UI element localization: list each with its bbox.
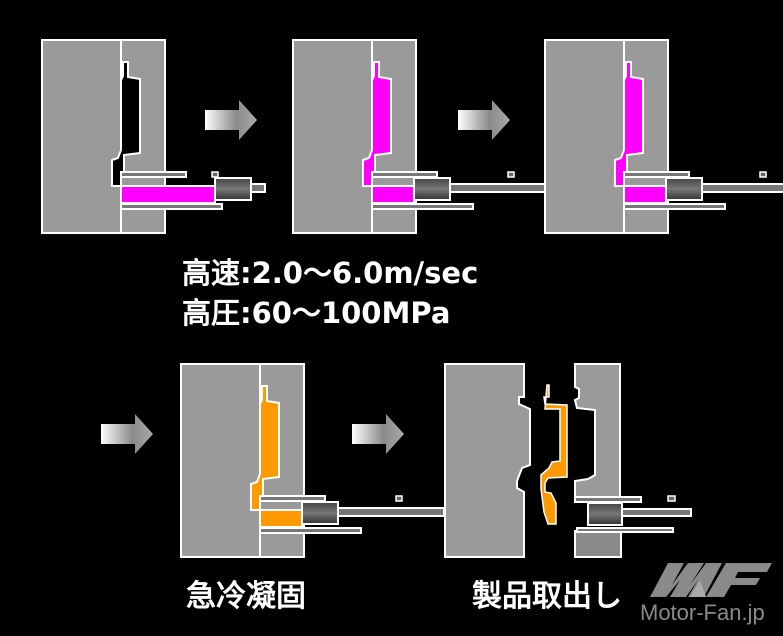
sleeve-upper-plate — [120, 171, 187, 178]
fixed-die — [292, 39, 373, 234]
sleeve-upper-plate — [574, 496, 642, 503]
fixed-die — [41, 39, 122, 234]
panel-filled — [544, 39, 783, 234]
sleeve-lower-plate — [120, 203, 223, 210]
moving-die-lower — [574, 530, 622, 558]
panel-solidification — [180, 363, 445, 558]
marker-square — [507, 171, 515, 178]
plunger — [587, 502, 623, 526]
moving-die — [573, 363, 621, 498]
sleeve-upper-plate — [259, 495, 326, 502]
panel-injection — [292, 39, 557, 234]
product-removal-label: 製品取出し — [472, 579, 622, 614]
plunger-rod — [250, 183, 266, 193]
fixed-die — [544, 39, 625, 234]
rapid-solidification-label: 急冷凝固 — [186, 579, 306, 614]
arrow-icon — [101, 414, 153, 454]
plunger-rod — [621, 508, 692, 517]
fixed-die — [444, 363, 531, 558]
sleeve-upper-plate — [623, 171, 690, 178]
plunger — [301, 501, 339, 525]
arrow-icon — [352, 414, 404, 454]
motor-fan-logo — [650, 563, 772, 597]
die-cavity — [111, 61, 141, 187]
sleeve-upper-plate — [371, 171, 438, 178]
sleeve-lower-plate — [576, 527, 674, 533]
plunger-rod — [449, 183, 557, 193]
sleeve-lower-plate — [259, 527, 362, 534]
die-cavity — [250, 385, 280, 511]
die-cavity — [614, 61, 644, 187]
plunger — [214, 177, 252, 201]
marker-square — [395, 495, 403, 502]
plunger-rod — [337, 507, 445, 517]
panel-mold-closed-injection-start — [41, 39, 266, 234]
sleeve-lower-plate — [623, 203, 726, 210]
plunger — [413, 177, 451, 201]
injection-speed-label: 高速:2.0〜6.0m/sec — [182, 256, 479, 290]
shot-sleeve-metal — [120, 185, 216, 204]
die-cavity — [362, 61, 392, 187]
shot-sleeve-metal — [259, 509, 303, 528]
marker-square — [667, 495, 676, 502]
sleeve-lower-plate — [371, 203, 474, 210]
plunger — [665, 177, 703, 201]
injection-pressure-label: 高圧:60〜100MPa — [182, 296, 451, 330]
plunger-rod — [701, 183, 783, 193]
marker-square — [759, 171, 767, 178]
marker-square — [211, 171, 219, 178]
shot-sleeve-metal — [623, 185, 667, 204]
cast-product — [540, 384, 568, 525]
logo-text: Motor-Fan.jp — [640, 600, 765, 625]
shot-sleeve-metal — [371, 185, 415, 204]
arrow-icon — [458, 100, 510, 140]
fixed-die — [180, 363, 261, 558]
panel-ejection — [444, 363, 692, 558]
arrow-icon — [205, 100, 257, 140]
